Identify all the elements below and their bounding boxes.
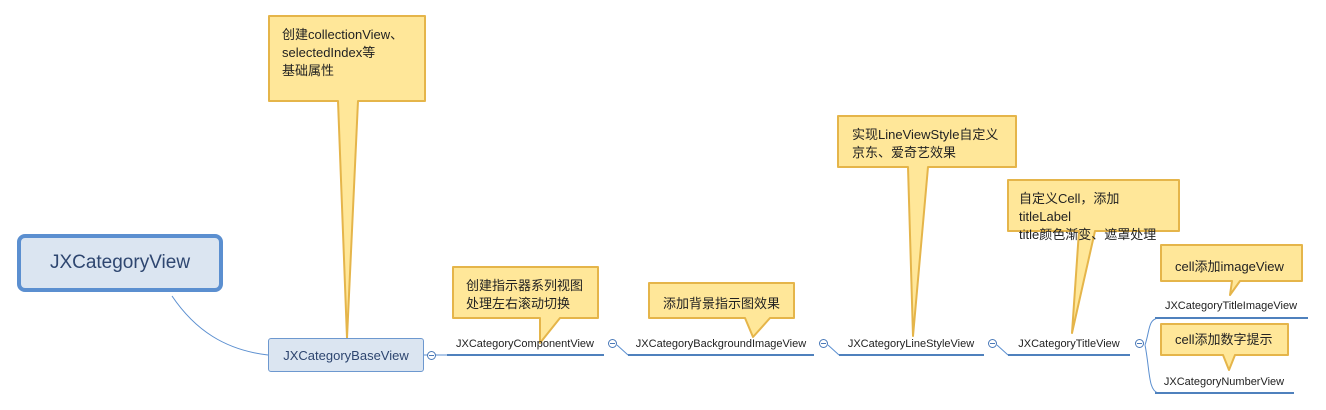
component-to-background-connector bbox=[616, 344, 629, 356]
callout-shape-background bbox=[648, 282, 795, 338]
callout-shape-component bbox=[452, 266, 599, 344]
linestyle-to-title-connector bbox=[996, 344, 1009, 356]
callout-component-note[interactable]: 创建指示器系列视图 处理左右滚动切换 bbox=[466, 278, 584, 311]
callout-line-style-note[interactable]: 实现LineViewStyle自定义 京东、爱奇艺效果 bbox=[852, 127, 999, 160]
collapse-toggle-background-image[interactable] bbox=[819, 339, 828, 348]
background-to-linestyle-connector bbox=[827, 344, 840, 356]
callout-shape-number bbox=[1160, 323, 1289, 371]
collapse-toggle-title[interactable] bbox=[1135, 339, 1144, 348]
callout-shape-title bbox=[1007, 179, 1180, 334]
title-children-bracket bbox=[1144, 317, 1160, 394]
root-topic[interactable]: JXCategoryView bbox=[17, 234, 223, 292]
base-view-label: JXCategoryBaseView bbox=[283, 347, 409, 363]
number-view-topic[interactable]: JXCategoryNumberView bbox=[1163, 376, 1285, 388]
callout-shape-base bbox=[268, 15, 426, 339]
callout-title-image-note[interactable]: cell添加imageView bbox=[1175, 259, 1284, 274]
title-image-view-topic[interactable]: JXCategoryTitleImageView bbox=[1164, 300, 1298, 312]
collapse-toggle-line-style[interactable] bbox=[988, 339, 997, 348]
base-view-topic[interactable]: JXCategoryBaseView bbox=[268, 338, 424, 372]
background-image-view-topic[interactable]: JXCategoryBackgroundImageView bbox=[635, 338, 807, 350]
callout-shape-title-image bbox=[1160, 244, 1303, 296]
callout-title-note[interactable]: 自定义Cell，添加titleLabel title颜色渐变、遮罩处理 bbox=[1019, 191, 1157, 242]
root-topic-label: JXCategoryView bbox=[49, 252, 191, 273]
line-style-view-topic[interactable]: JXCategoryLineStyleView bbox=[847, 338, 975, 350]
component-view-topic[interactable]: JXCategoryComponentView bbox=[456, 338, 594, 350]
collapse-toggle-component[interactable] bbox=[608, 339, 617, 348]
callout-shape-linestyle bbox=[837, 115, 1017, 337]
callout-base-note[interactable]: 创建collectionView、 selectedIndex等 基础属性 bbox=[282, 27, 404, 78]
root-to-base-connector bbox=[171, 295, 269, 356]
collapse-toggle-base[interactable] bbox=[427, 351, 436, 360]
title-view-topic[interactable]: JXCategoryTitleView bbox=[1018, 338, 1120, 350]
callout-number-note[interactable]: cell添加数字提示 bbox=[1175, 332, 1273, 347]
callout-background-image-note[interactable]: 添加背景指示图效果 bbox=[663, 296, 781, 311]
